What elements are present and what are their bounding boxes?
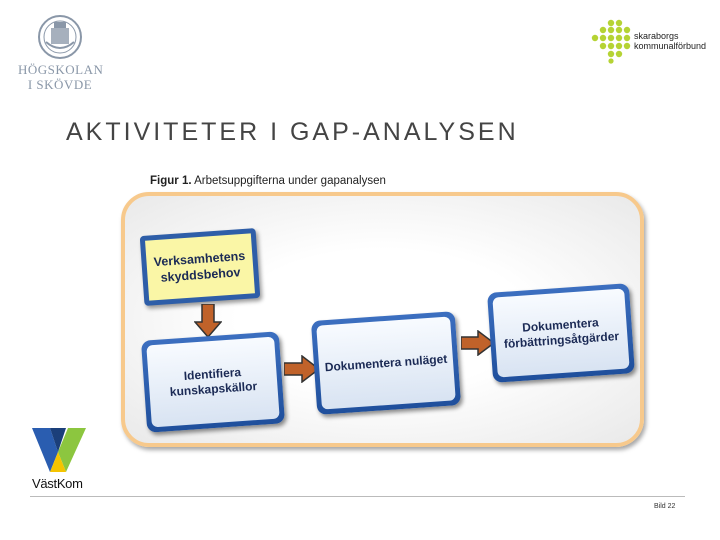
hogskolan-logo: HÖGSKOLAN I SKÖVDE	[18, 14, 104, 94]
process-box-document-current: Dokumentera nuläget	[310, 311, 462, 415]
vastkom-logo: VästKom	[28, 426, 98, 492]
vastkom-name: VästKom	[32, 476, 83, 491]
process-box-document-improvements: Dokumentera förbättringsåtgärder	[487, 283, 635, 383]
footer-divider	[30, 496, 685, 497]
v-mark-icon	[32, 428, 86, 472]
box2-line-1: Dokumentera nuläget	[324, 351, 448, 374]
figure-caption-label: Figur 1.	[150, 175, 192, 187]
hogskolan-location: I SKÖVDE	[27, 77, 93, 92]
protection-needs-note: Verksamhetens skyddsbehov	[139, 228, 261, 306]
right-arrow-icon	[461, 330, 495, 356]
hogskolan-name: HÖGSKOLAN	[18, 62, 104, 77]
down-arrow-icon	[194, 304, 222, 338]
process-box-identify: Identifiera kunskapskällor	[140, 331, 286, 433]
slide-title: AKTIVITETER I GAP-ANALYSEN	[66, 118, 519, 146]
page-number: Bild 22	[654, 503, 676, 510]
skaraborg-name: skaraborgs	[634, 31, 679, 41]
dot-cluster-icon	[591, 19, 631, 64]
figure-caption-text: Arbetsuppgifterna under gapanalysen	[191, 175, 386, 187]
skaraborg-logo: skaraborgs kommunalförbund	[590, 18, 715, 66]
right-arrow-icon	[284, 355, 320, 383]
skaraborg-subname: kommunalförbund	[634, 41, 707, 51]
figure-caption: Figur 1. Arbetsuppgifterna under gapanal…	[150, 175, 386, 187]
crest-icon	[38, 15, 82, 59]
